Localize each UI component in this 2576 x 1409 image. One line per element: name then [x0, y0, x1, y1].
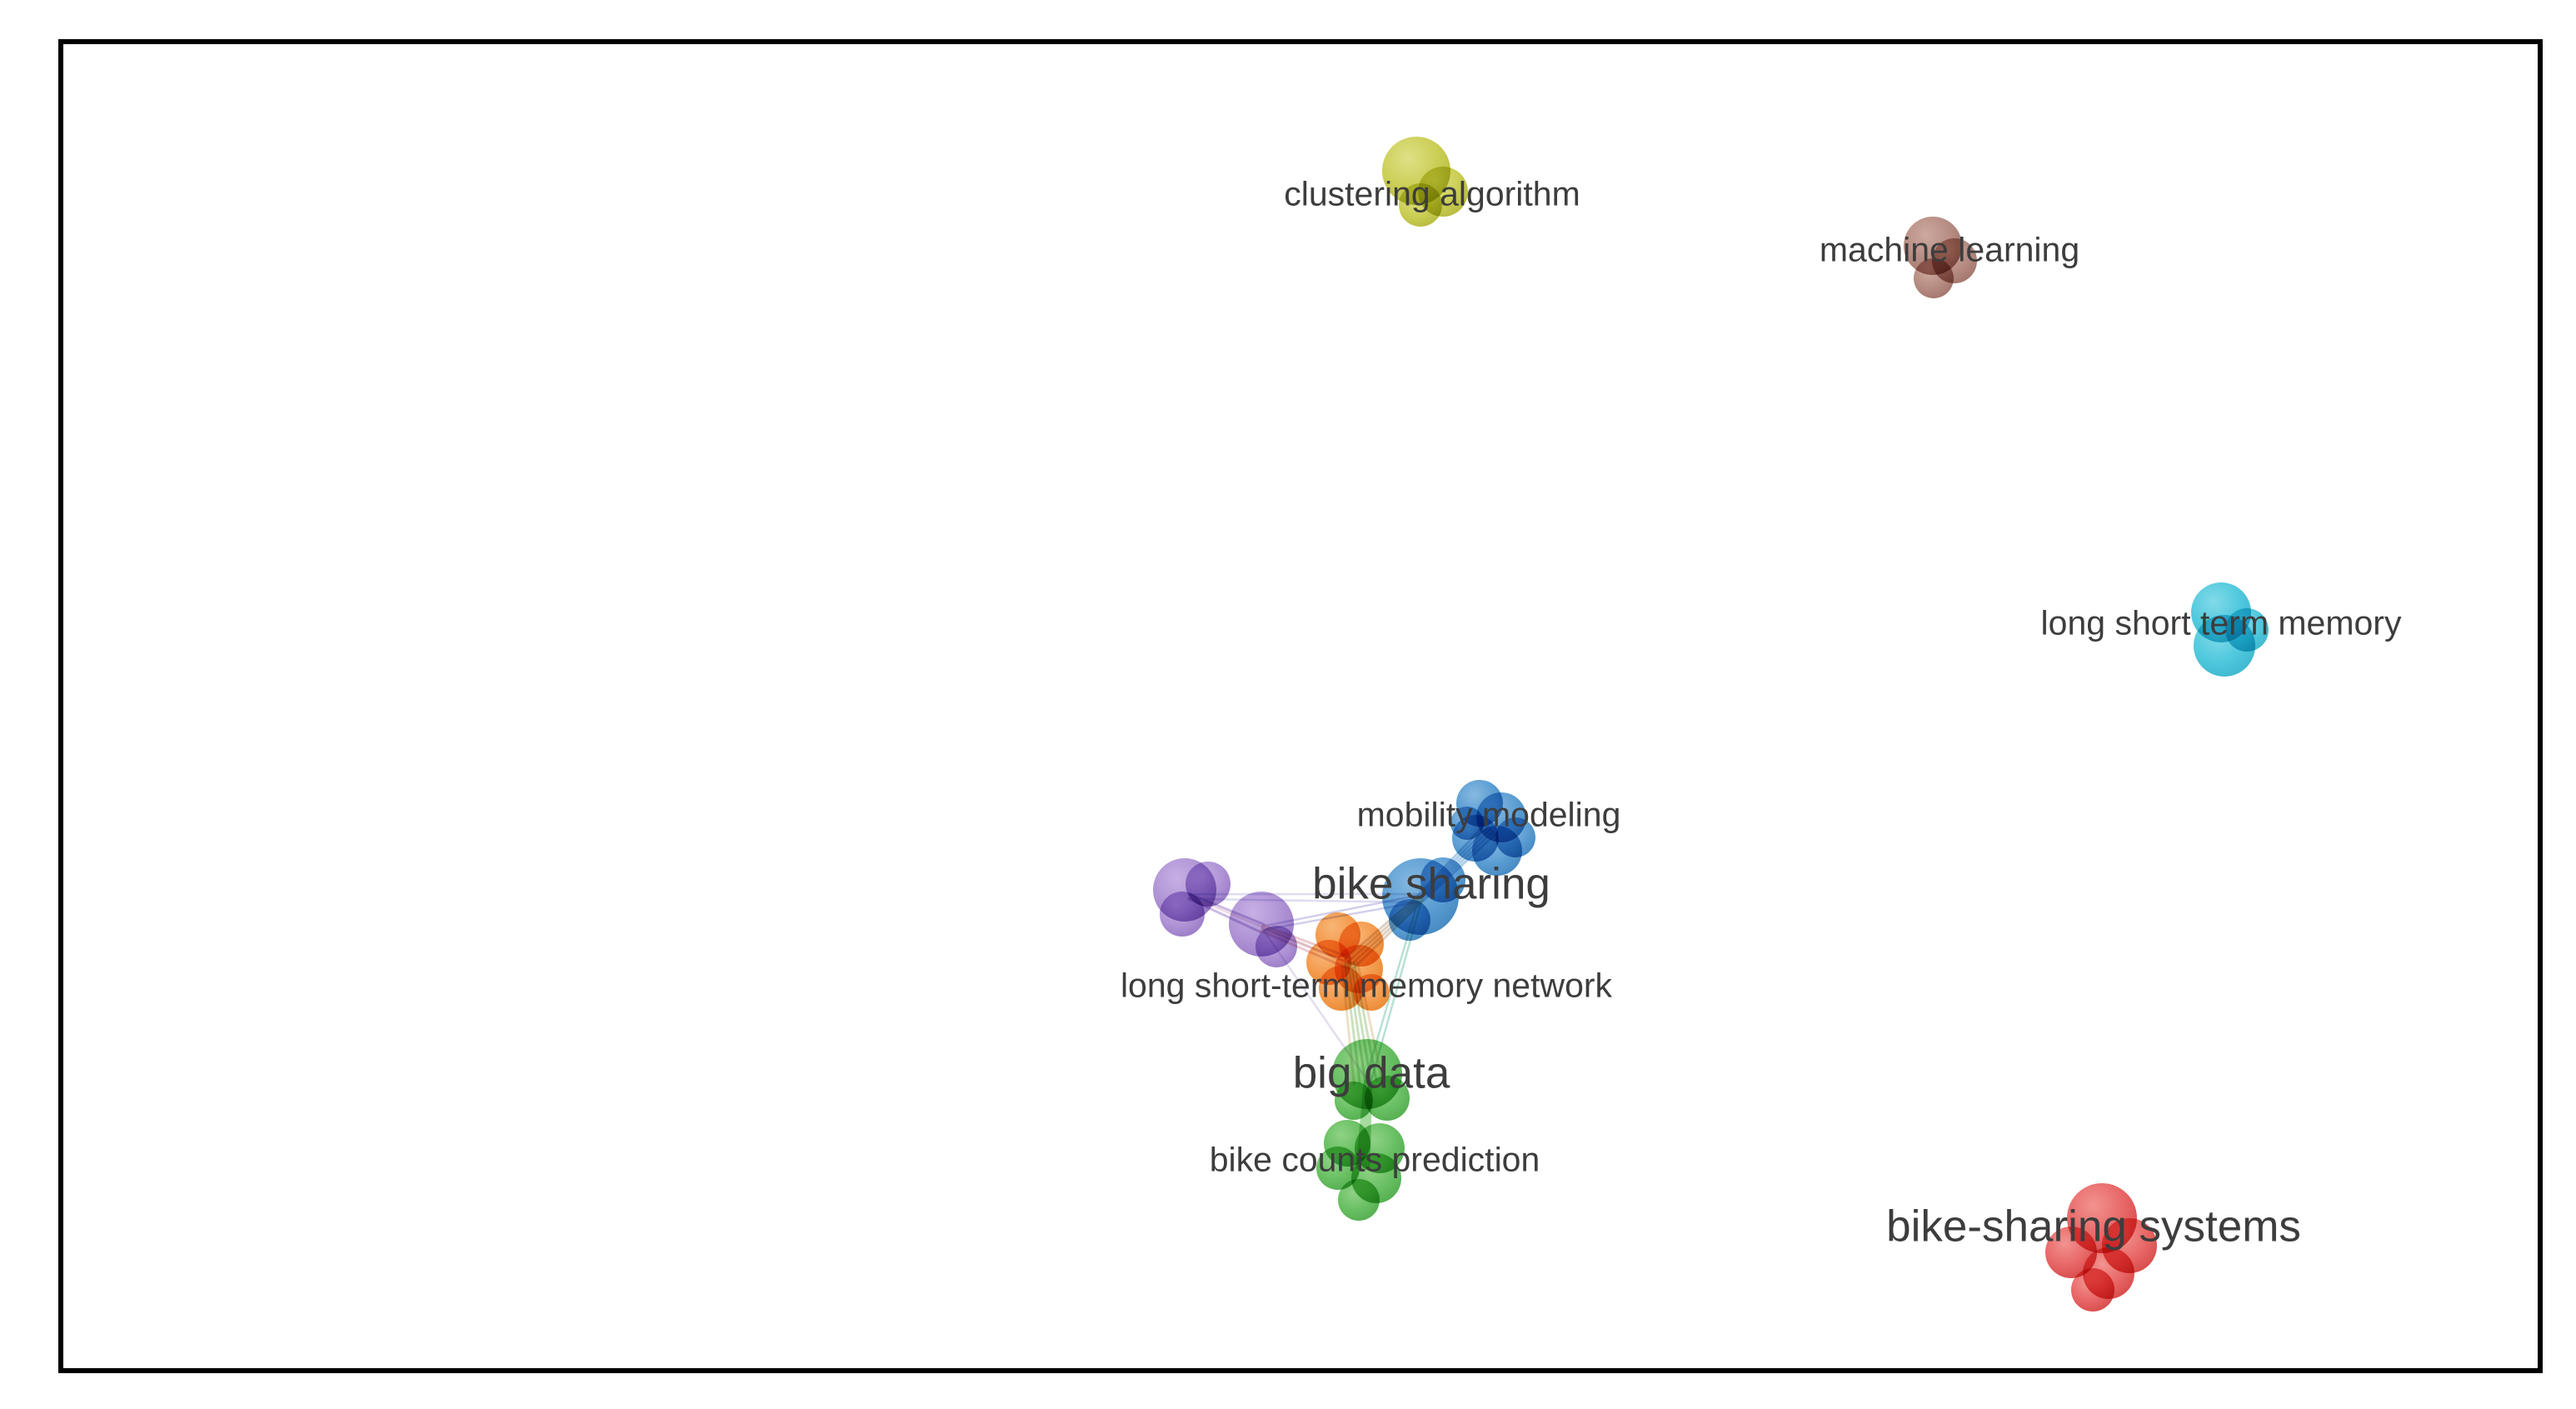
node-circle: [1353, 974, 1390, 1011]
figure-border: [58, 39, 2543, 1373]
node-circle: [1335, 1082, 1373, 1120]
node-circle: [1319, 966, 1364, 1011]
nodes-layer: [1153, 137, 2269, 1312]
node-machine-learning: [1904, 217, 1977, 298]
node-long-short-term-memory-network: [1306, 912, 1390, 1011]
node-bike-sharing-systems: [2045, 1183, 2157, 1312]
node-circle: [1450, 807, 1484, 840]
node-circle: [1389, 899, 1430, 941]
node-clustering-algorithm: [1382, 137, 1468, 227]
node-circle: [1399, 183, 1442, 227]
node-circle: [1338, 1179, 1380, 1221]
node-bike-sharing: [1382, 857, 1465, 941]
node-circle: [1316, 1147, 1360, 1190]
node-mobility-modeling: [1450, 780, 1535, 876]
node-keyword-purple-1: [1153, 858, 1231, 937]
node-circle: [1186, 862, 1231, 907]
node-circle: [1365, 1076, 1410, 1121]
node-long-short-term-memory: [2191, 582, 2269, 677]
node-circle: [2225, 608, 2269, 652]
node-keyword-purple-2: [1229, 892, 1297, 967]
node-bike-counts-prediction: [1316, 1120, 1405, 1221]
node-circle: [1495, 817, 1535, 857]
node-circle: [1420, 857, 1465, 902]
node-circle: [2071, 1268, 2114, 1312]
node-big-data: [1332, 1039, 1410, 1121]
node-circle: [1914, 258, 1954, 298]
node-circle: [1160, 892, 1205, 937]
node-circle: [1256, 926, 1297, 967]
